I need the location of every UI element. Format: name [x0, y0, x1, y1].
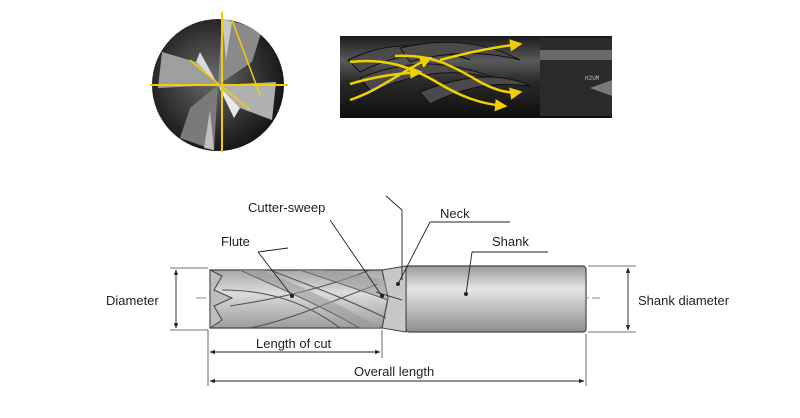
length-of-cut-label: Length of cut: [256, 336, 332, 351]
end-mill-drawing: Cutter-sweep Neck Flute Shank Diameter S…: [106, 195, 730, 386]
neck-label: Neck: [440, 206, 470, 221]
svg-text:H2UM: H2UM: [585, 75, 600, 82]
cutter-sweep-label: Cutter-sweep: [248, 200, 325, 215]
shank-diameter-label: Shank diameter: [638, 293, 730, 308]
shank-label: Shank: [492, 234, 529, 249]
diameter-label: Diameter: [106, 293, 159, 308]
flute-label: Flute: [221, 234, 250, 249]
side-view-photo: H2UM: [340, 36, 612, 118]
overall-length-label: Overall length: [354, 364, 434, 379]
end-view-photo: [150, 12, 288, 152]
